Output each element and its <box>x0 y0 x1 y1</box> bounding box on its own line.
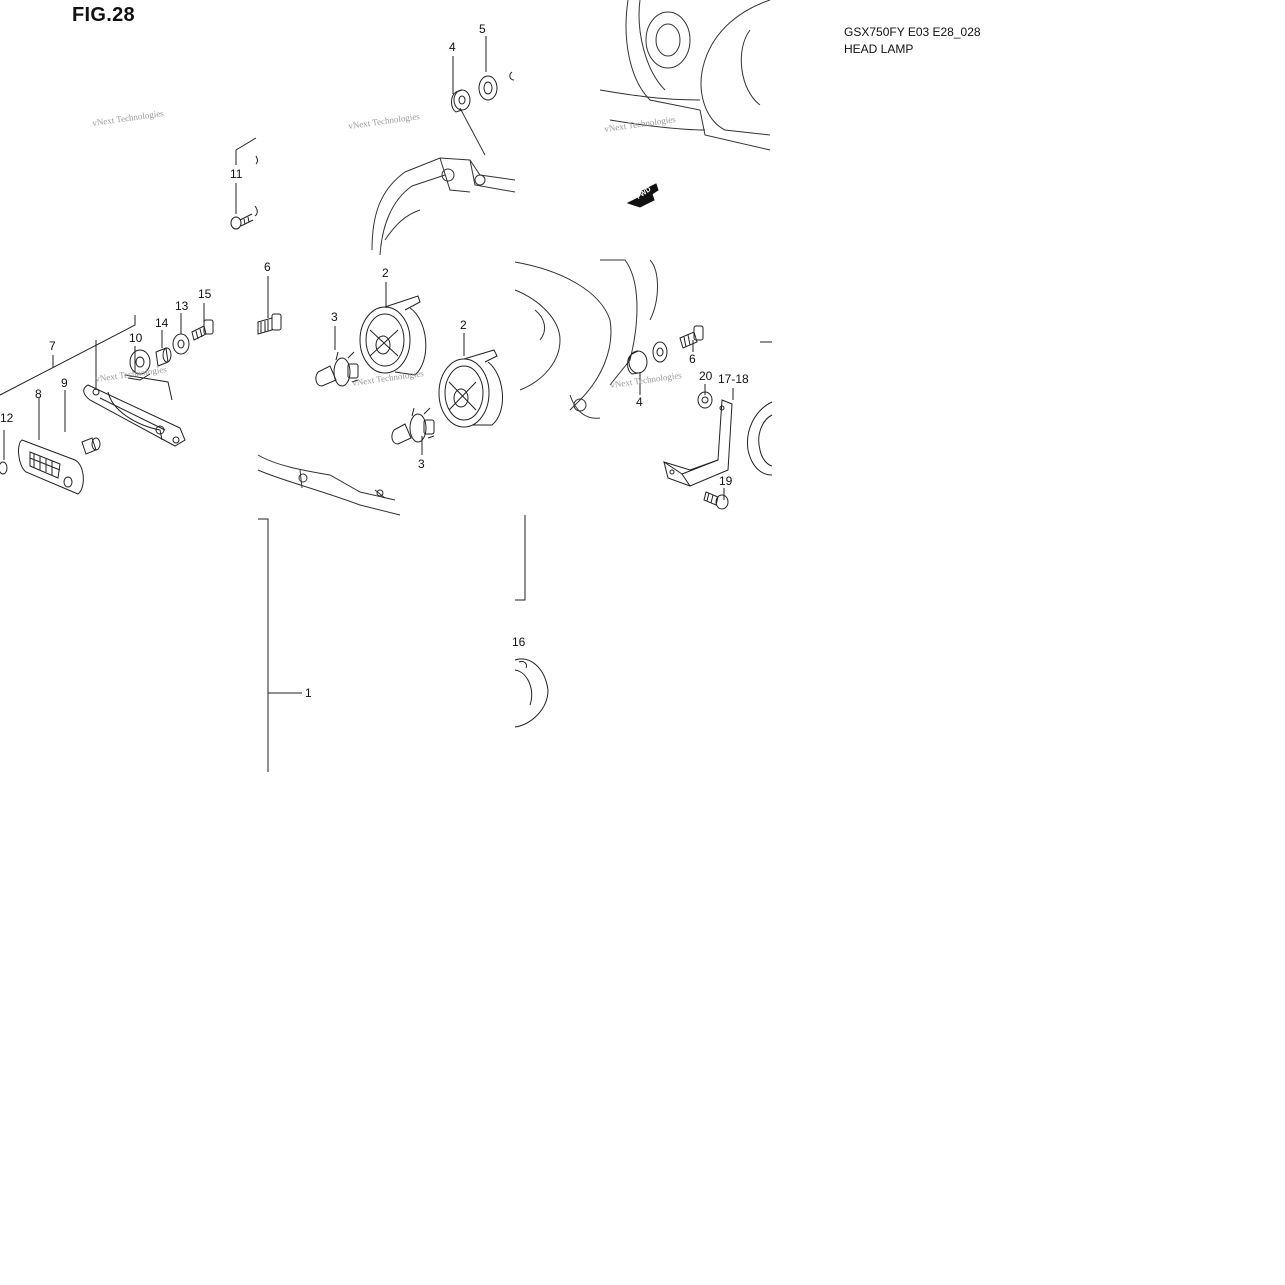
callout-17-18: 17-18 <box>718 372 749 386</box>
part-9-bulb <box>81 437 101 455</box>
callout-2: 2 <box>460 318 467 332</box>
part-2-headlamp-unit-lower <box>438 349 504 428</box>
part-13-washer <box>172 333 190 355</box>
callout-2: 2 <box>382 266 389 280</box>
part-5-washer <box>478 71 515 101</box>
part-6-bolt-right <box>679 325 704 349</box>
callout-19: 19 <box>719 474 733 488</box>
callout-8: 8 <box>35 387 42 401</box>
part-10-cushion <box>127 349 151 381</box>
headlamp-housing-upper <box>371 107 516 256</box>
part-8-position-lamp <box>18 439 84 495</box>
headlamp-housing-lower <box>257 454 401 516</box>
section-name: HEAD LAMP <box>844 42 914 56</box>
part-7-lamp-bracket <box>83 374 186 447</box>
part-16-lens <box>514 658 549 728</box>
part-3-bulb-upper <box>315 351 359 387</box>
part-14-collar <box>155 347 172 367</box>
part-3-bulb-lower <box>391 407 435 445</box>
callout-14: 14 <box>155 316 169 330</box>
part-2-headlamp-unit-upper <box>359 295 427 376</box>
callout-6: 6 <box>689 352 696 366</box>
part-17-18-bracket <box>663 399 733 487</box>
callout-10: 10 <box>129 331 143 345</box>
forward-arrow-icon <box>626 183 659 208</box>
part-4-grommet-upper <box>451 89 471 113</box>
callout-7: 7 <box>49 339 56 353</box>
callout-13: 13 <box>175 299 189 313</box>
frame-outline <box>599 0 771 151</box>
callout-5: 5 <box>479 22 486 36</box>
callout-4: 4 <box>636 395 643 409</box>
part-15-screw <box>191 319 214 341</box>
part-20-nut <box>697 391 713 409</box>
partial-lamp-right <box>746 401 773 476</box>
part-6-bolt-left <box>257 313 282 335</box>
callout-4: 4 <box>449 40 456 54</box>
callout-3: 3 <box>331 310 338 324</box>
model-code: GSX750FY E03 E28_028 <box>844 25 981 39</box>
callout-15: 15 <box>198 287 212 301</box>
callout-16: 16 <box>512 635 526 649</box>
part-4-grommet-right <box>627 341 668 375</box>
callout-12: 12 <box>0 411 14 425</box>
callout-1: 1 <box>305 686 312 700</box>
part-19-screw <box>703 491 729 510</box>
figure-title: FIG.28 <box>72 4 135 26</box>
part-11-screw <box>230 155 258 230</box>
callout-6: 6 <box>264 260 271 274</box>
part-12-nut <box>0 461 8 475</box>
callout-3: 3 <box>418 457 425 471</box>
leader-lines <box>0 36 772 772</box>
callout-11: 11 <box>230 167 243 181</box>
callout-9: 9 <box>61 376 68 390</box>
callout-20: 20 <box>699 369 713 383</box>
